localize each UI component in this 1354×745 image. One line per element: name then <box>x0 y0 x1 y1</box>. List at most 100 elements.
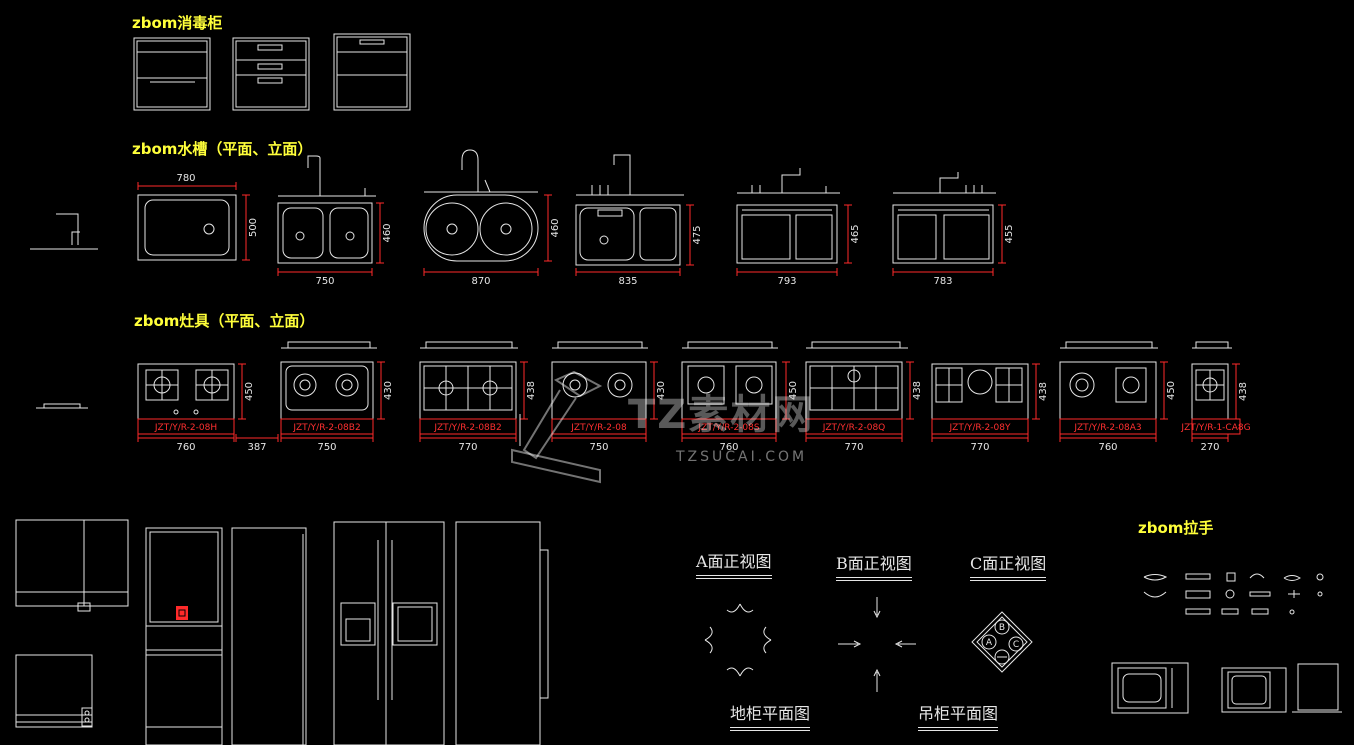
stove-model-label-2: JZT/Y/R-2-08B2 <box>292 423 360 433</box>
stove-model-label-4: JZT/Y/R-2-08 <box>570 423 627 433</box>
sterilizer-2 <box>232 37 310 111</box>
stove-7 <box>931 363 1029 420</box>
sink-elevation-3 <box>736 168 840 264</box>
stove-model-labels: JZT/Y/R-2-08H JZT/Y/R-2-08B2 JZT/Y/R-2-08B… <box>137 418 1251 435</box>
view-b-front-title: B面正视图 <box>836 550 912 581</box>
stove-model-label-5: JZT/Y/R-2-08S <box>697 423 759 433</box>
stove-model-label-3: JZT/Y/R-2-08B2 <box>433 423 501 433</box>
sink-plan-round <box>423 149 539 262</box>
sink-width-dim-3-label: 835 <box>618 276 637 287</box>
stove-6 <box>805 341 908 420</box>
stove-model-label-9: JZT/Y/R-1-CA8G <box>1180 423 1250 433</box>
fridge-tall-2 <box>231 527 307 745</box>
knob-letter-a: A <box>986 638 993 648</box>
fridge-double-door <box>333 521 445 745</box>
cabinet-elevation-1 <box>15 519 129 612</box>
handle-set <box>1143 572 1324 615</box>
watermark-sub-text: TZSUCAI.COM <box>676 449 808 465</box>
knob-diagram <box>971 611 1033 673</box>
sterilizer-section-title: zbom消毒柜 <box>132 14 223 32</box>
stove-model-box-5 <box>681 418 777 435</box>
wall-cabinet-plan-symbol <box>838 597 916 692</box>
stove-height-dim-7-label: 438 <box>1038 382 1049 401</box>
sink-width-dim-5-label: 783 <box>933 276 952 287</box>
sink-width-dim-1-label: 750 <box>315 276 334 287</box>
stove-3 <box>419 341 518 420</box>
sterilizer-1 <box>133 37 211 111</box>
stove-model-label-1: JZT/Y/R-2-08H <box>154 423 217 433</box>
watermark-logo-graphic <box>511 370 603 484</box>
stove-width-dim-10-label: 270 <box>1200 442 1219 453</box>
view-c-front-title: C面正视图 <box>970 550 1047 581</box>
stove-height-dim-6-label: 438 <box>912 381 923 400</box>
sink-width-dim-4-label: 793 <box>777 276 796 287</box>
stove-width-dim-2-label: 387 <box>247 442 266 453</box>
stove-model-label-8: JZT/Y/R-2-08A3 <box>1073 423 1141 433</box>
handle-section-title: zbom拉手 <box>1138 519 1214 537</box>
dimension-lines <box>137 182 1240 442</box>
stove-5 <box>681 341 778 420</box>
stove-model-label-6: JZT/Y/R-2-08Q <box>822 423 886 433</box>
stove-2 <box>280 341 377 420</box>
stove-width-dim-1-label: 760 <box>176 442 195 453</box>
sink-height-dim-3-label: 460 <box>550 218 561 237</box>
stove-height-dim-3-label: 438 <box>526 381 537 400</box>
sterilizer-indicator <box>176 606 188 620</box>
stove-side-elevation <box>36 403 88 409</box>
stove-width-dim-6-label: 760 <box>719 442 738 453</box>
stove-width-dim-7-label: 770 <box>844 442 863 453</box>
stove-height-dim-9-label: 438 <box>1238 382 1249 401</box>
sink-width-dim-2-label: 870 <box>471 276 490 287</box>
stove-height-dim-5-label: 450 <box>788 381 799 400</box>
stove-1 <box>137 363 235 420</box>
sterilizer-3 <box>333 33 411 111</box>
stove-width-dim-9-label: 760 <box>1098 442 1117 453</box>
base-cabinet-plan-title: 地柜平面图 <box>730 700 811 731</box>
knob-letter-labels: BA C <box>986 623 1019 650</box>
sink-top-dim-label-upper: 780 <box>176 173 195 184</box>
sink-elevation-4 <box>892 172 996 264</box>
sink-elevation-2 <box>575 154 684 266</box>
fridge-tall-1 <box>145 527 223 745</box>
view-a-front-title: A面正视图 <box>696 548 772 579</box>
stove-height-dim-4-label: 430 <box>656 381 667 400</box>
stove-width-dim-4-label: 770 <box>458 442 477 453</box>
cabinet-elevation-2 <box>15 654 93 728</box>
fridge-side <box>455 521 549 745</box>
stove-model-label-7: JZT/Y/R-2-08Y <box>949 423 1011 433</box>
sink-plan-1 <box>137 194 237 261</box>
wall-cabinet-plan-title: 吊柜平面图 <box>918 700 999 731</box>
stove-width-dim-8-label: 770 <box>970 442 989 453</box>
stove-model-box-4 <box>551 418 647 435</box>
base-cabinet-plan-symbol <box>704 603 772 677</box>
stove-width-dim-3-label: 750 <box>317 442 336 453</box>
sink-section-title: zbom水槽（平面、立面） <box>132 140 313 158</box>
microwave-1 <box>1111 662 1189 714</box>
stove-model-box-3 <box>419 418 517 435</box>
knob-letter-b: B <box>999 623 1005 633</box>
stove-model-box-9 <box>1191 418 1241 435</box>
stove-model-box-7 <box>931 418 1029 435</box>
stove-model-box-8 <box>1059 418 1157 435</box>
stove-height-dim-2-label: 430 <box>383 381 394 400</box>
stove-model-box-1 <box>137 418 235 435</box>
stove-height-dim-1-label: 450 <box>244 382 255 401</box>
sink-elevation-1 <box>277 155 376 264</box>
sink-height-dim-1-label: 500 <box>248 218 259 237</box>
sink-height-dim-5-label: 465 <box>850 224 861 243</box>
faucet-side-elevation <box>30 213 98 250</box>
stove-height-dim-8-label: 450 <box>1166 381 1177 400</box>
microwave-2 <box>1221 663 1342 713</box>
stove-section-title: zbom灶具（平面、立面） <box>134 312 315 330</box>
sink-height-dim-4-label: 475 <box>692 225 703 244</box>
watermark-main-text: TZ素材网 <box>628 392 815 438</box>
stove-model-box-2 <box>280 418 374 435</box>
stove-8 <box>1059 341 1158 420</box>
sink-height-dim-6-label: 455 <box>1004 224 1015 243</box>
stove-9 <box>1191 341 1232 420</box>
stove-model-box-6 <box>805 418 903 435</box>
knob-letter-c: C <box>1013 640 1019 650</box>
